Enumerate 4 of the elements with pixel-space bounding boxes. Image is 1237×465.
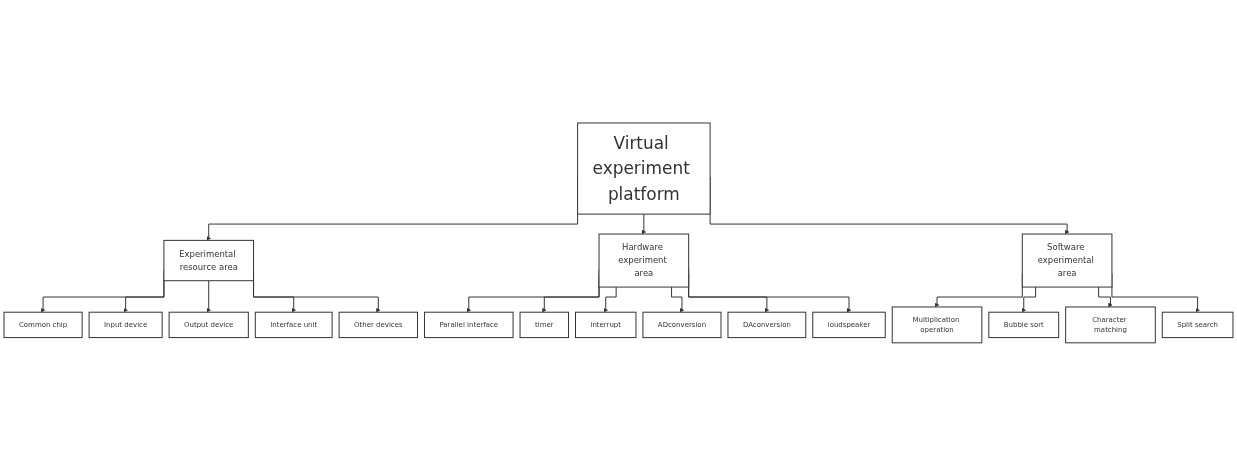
node-box: Experimental resource area xyxy=(163,239,255,281)
node-box: Hardware experiment area xyxy=(598,233,690,288)
node-box: Virtual experiment platform xyxy=(577,122,711,215)
node-box: Software experimental area xyxy=(1021,233,1113,288)
